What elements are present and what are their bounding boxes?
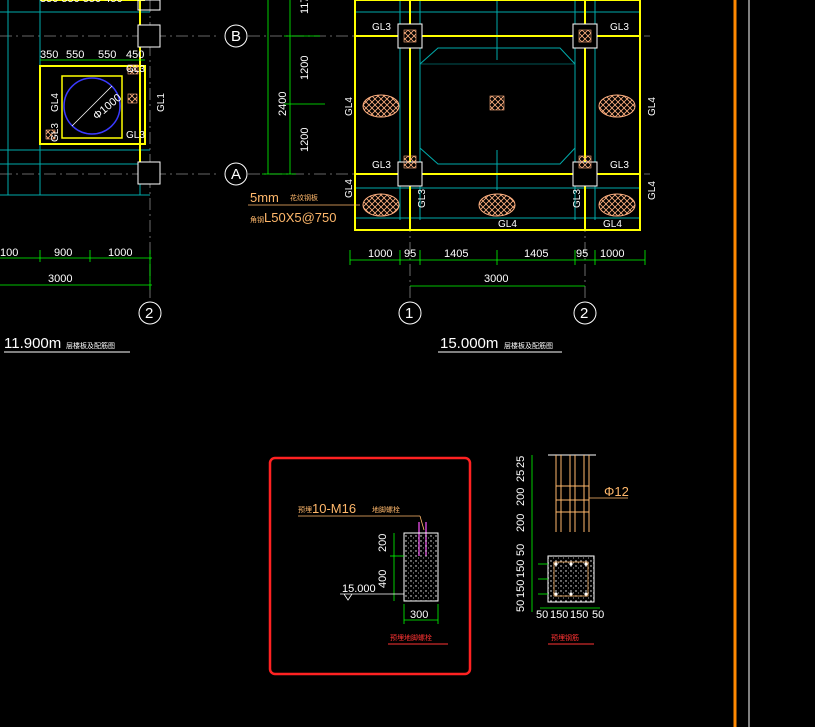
plate-note-thickness: 5mm — [250, 190, 279, 205]
right-beam-label-11: GL4 — [498, 219, 517, 230]
col-vdim-8: 50 — [515, 600, 527, 612]
right-vdim-3: 2400 — [277, 92, 289, 116]
right-plan-title: 15.000m — [440, 335, 498, 352]
axis-row-A: A — [231, 166, 241, 183]
opening-circle — [63, 77, 121, 135]
left-top-dim-1: 350 — [40, 49, 58, 61]
detail-anchor-bolt[interactable]: 预埋 10-M16 地脚螺栓 200 400 15.000 300 预埋地脚螺栓 — [268, 456, 472, 676]
bolt-callout-spec: 10-M16 — [312, 501, 356, 516]
right-plan-title-suffix: 层楼板及配筋图 — [504, 341, 553, 350]
bolt-width-dim: 300 — [410, 609, 428, 621]
right-bottom-dim-5: 95 — [576, 248, 588, 260]
left-top-dim-2: 550 — [66, 49, 84, 61]
plate-note-material: 花纹钢板 — [290, 193, 318, 202]
left-beam-label-1: GL4 — [50, 93, 61, 112]
bolt-vdim-1: 200 — [377, 534, 389, 552]
bolt-callout-prefix: 预埋 — [298, 505, 312, 514]
col-vdim-5: 50 — [515, 544, 527, 556]
left-bottom-dim-1: 100 — [0, 247, 18, 259]
right-vdim-1: 117 — [299, 0, 311, 14]
left-bottom-dim-2: 900 — [54, 247, 72, 259]
bolt-vdim-2: 400 — [377, 570, 389, 588]
right-bottom-dim-6: 1000 — [600, 248, 624, 260]
right-bottom-dim-2: 95 — [404, 248, 416, 260]
angle-note-spec: L50X5@750 — [264, 210, 336, 225]
right-vdim-4: 1200 — [299, 128, 311, 152]
left-plan[interactable]: Φ1000 350 550 550 450 350 550 550 450 GL… — [0, 0, 220, 353]
left-plan-title: 11.900m — [4, 335, 61, 352]
axis-col-1: 1 — [405, 305, 413, 322]
right-beam-label-2: GL3 — [610, 22, 629, 33]
left-beam-label-5: GL1 — [156, 93, 167, 112]
left-beam-label-2: GL3 — [126, 64, 145, 75]
right-beam-label-6: GL4 — [647, 97, 658, 116]
right-total-dim: 3000 — [484, 273, 508, 285]
right-beam-label-7: GL4 — [344, 179, 355, 198]
col-vdim-6: 150 — [515, 560, 527, 578]
right-beam-label-9: GL3 — [417, 189, 428, 208]
col-hdim-2: 150 — [550, 609, 568, 621]
left-top-dim-4: 450 — [126, 49, 144, 61]
angle-note-prefix: 角钢 — [250, 215, 264, 224]
left-total-dim: 3000 — [48, 273, 72, 285]
axis-row-B: B — [231, 28, 241, 45]
left-beam-label-3: GL3 — [50, 123, 61, 142]
right-beam-label-12: GL4 — [603, 219, 622, 230]
col-hdim-4: 50 — [592, 609, 604, 621]
bolt-elevation: 15.000 — [342, 583, 376, 595]
detail-column-rebar[interactable]: Φ12 25 25 200 200 50 150 150 50 50 150 1… — [515, 454, 629, 645]
right-beam-label-1: GL3 — [372, 22, 391, 33]
left-bottom-dim-3: 1000 — [108, 247, 132, 259]
col-caption: 预埋钢筋 — [551, 633, 579, 642]
right-beam-label-4: GL3 — [610, 160, 629, 171]
col-vdim-1: 25 — [515, 456, 527, 468]
rebar-label: Φ12 — [604, 484, 629, 499]
col-vdim-7: 150 — [515, 580, 527, 598]
left-top-dim-3: 550 — [98, 49, 116, 61]
right-bottom-dim-1: 1000 — [368, 248, 392, 260]
right-beam-label-8: GL4 — [647, 181, 658, 200]
highlight-frame — [268, 456, 472, 676]
right-vdim-2: 1200 — [299, 56, 311, 80]
col-vdim-2: 25 — [515, 470, 527, 482]
right-beam-label-3: GL3 — [372, 160, 391, 171]
right-bottom-dim-3: 1405 — [444, 248, 468, 260]
left-top-dim-partial: 350 550 550 450 — [40, 0, 123, 5]
circle-label: Φ1000 — [91, 92, 124, 123]
right-bottom-dim-4: 1405 — [524, 248, 548, 260]
bolt-caption: 预埋地脚螺栓 — [390, 633, 432, 642]
col-vdim-4: 200 — [515, 514, 527, 532]
bolt-callout-suffix: 地脚螺栓 — [372, 505, 400, 514]
left-axis-label: 2 — [145, 305, 153, 322]
right-beam-label-10: GL3 — [572, 189, 583, 208]
axis-col-2: 2 — [580, 305, 588, 322]
col-vdim-3: 200 — [515, 488, 527, 506]
col-hdim-1: 50 — [536, 609, 548, 621]
right-plan[interactable]: B A 117 1200 2400 1200 — [224, 0, 658, 353]
left-beam-label-4: GL3 — [126, 130, 145, 141]
left-plan-title-suffix: 层楼板及配筋图 — [66, 341, 115, 350]
col-hdim-3: 150 — [570, 609, 588, 621]
right-beam-label-5: GL4 — [344, 97, 355, 116]
